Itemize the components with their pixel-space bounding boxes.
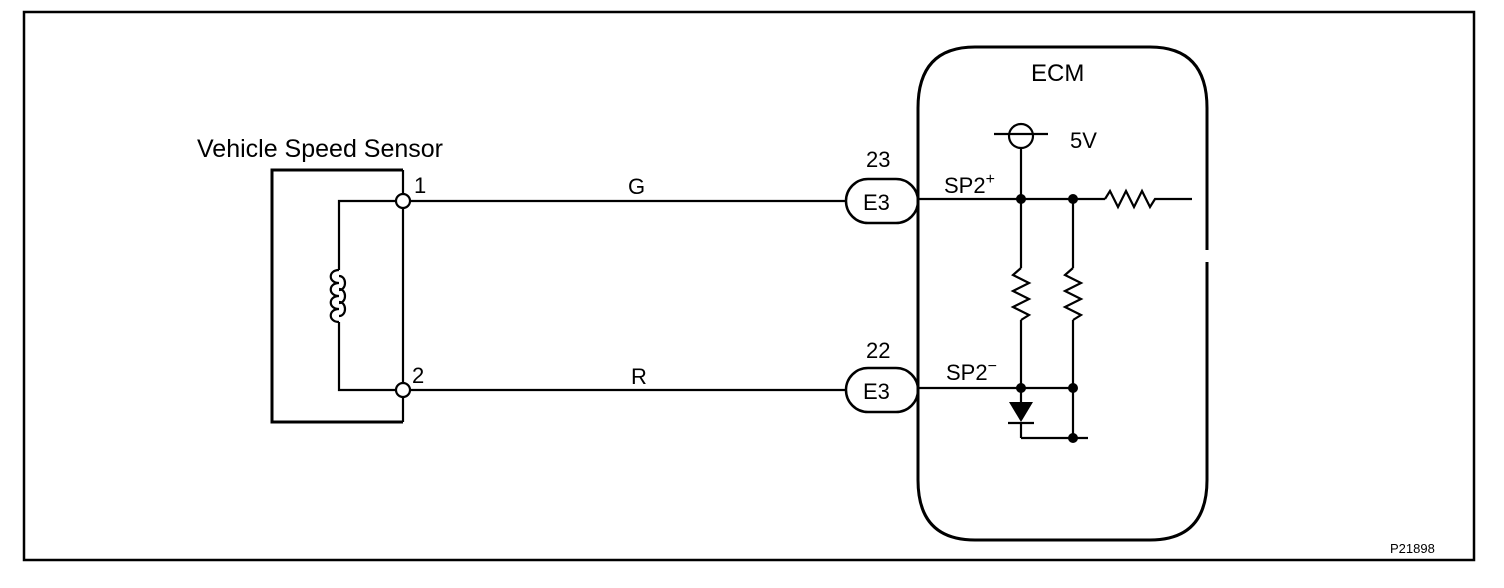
sensor-title: Vehicle Speed Sensor (197, 135, 443, 163)
sensor-pin-2-terminal (394, 381, 412, 399)
sensor-pin-1-terminal (394, 192, 412, 210)
sp2-minus-superscript: − (988, 358, 997, 375)
sp2-minus-label: SP2− (946, 358, 997, 385)
sp2-plus-label: SP2+ (944, 171, 995, 198)
junction-dot (1016, 383, 1026, 393)
junction-dot (1068, 433, 1078, 443)
sensor-pin-2-label: 2 (412, 363, 424, 388)
diagram-frame (22, 10, 1476, 562)
resistor-left-icon (1010, 267, 1032, 321)
ecm-title: ECM (1031, 60, 1084, 87)
sensor-inner-loop (337, 199, 396, 392)
connector-bottom-pin-label: 22 (866, 338, 890, 363)
resistor-horizontal-icon (1104, 188, 1160, 210)
connector-top-name: E3 (863, 190, 890, 215)
connector-bottom-name: E3 (863, 379, 890, 404)
diode-icon (1008, 402, 1034, 438)
wire-top-color-label: G (628, 174, 645, 199)
ecm-box (916, 45, 1209, 542)
junction-dot (1068, 194, 1078, 204)
junction-dot (1068, 383, 1078, 393)
supply-voltage-label: 5V (1070, 128, 1097, 153)
sp2-plus-superscript: + (986, 171, 995, 188)
figure-code: P21898 (1390, 541, 1435, 556)
sensor-housing (270, 168, 403, 424)
coil-icon (329, 268, 347, 324)
connector-top-pin-label: 23 (866, 147, 890, 172)
power-supply-icon (994, 122, 1048, 150)
wire-bottom-color-label: R (631, 364, 647, 389)
sensor-pin-1-label: 1 (414, 173, 426, 198)
junction-dot (1016, 194, 1026, 204)
resistor-right-icon (1062, 267, 1084, 321)
